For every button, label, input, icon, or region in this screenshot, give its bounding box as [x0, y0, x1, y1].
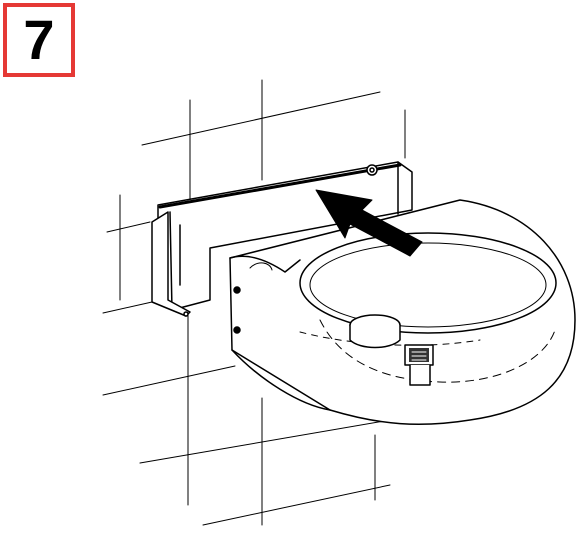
direction-arrow: [315, 189, 423, 257]
step-number: 7: [23, 8, 55, 71]
basin: [229, 199, 576, 426]
drain-fitting: [349, 314, 434, 386]
wall-tiles: [102, 79, 406, 526]
step-badge: 7: [3, 3, 75, 77]
